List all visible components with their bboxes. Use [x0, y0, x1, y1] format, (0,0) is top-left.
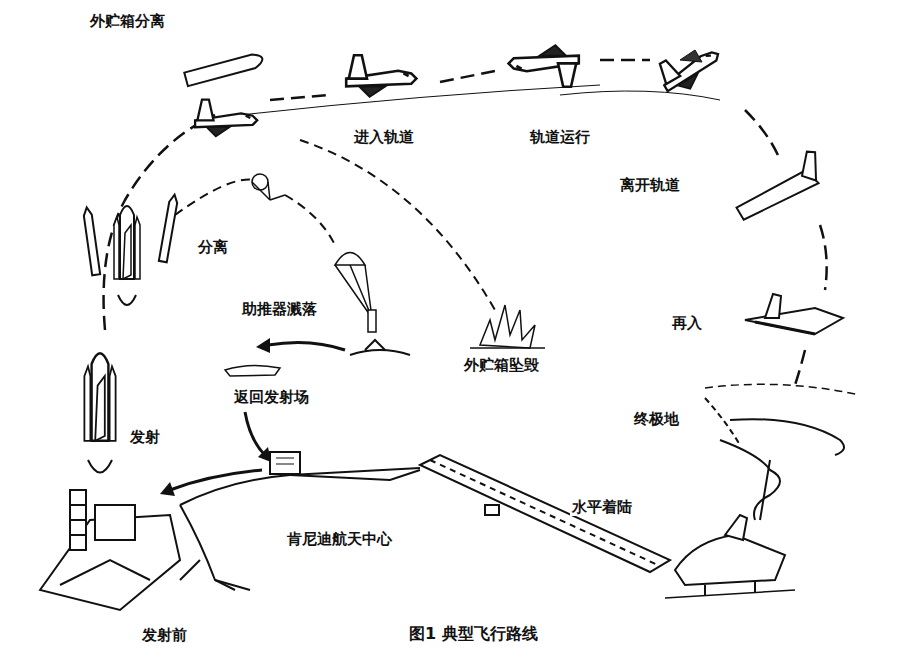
- kennedy-space-center: [180, 455, 670, 590]
- orbiter: [195, 100, 257, 137]
- launch-pad: [40, 490, 180, 610]
- stage-label: 进入轨道: [352, 128, 416, 146]
- tank-trajectory: [300, 140, 495, 310]
- stage-label: 轨道运行: [528, 128, 592, 146]
- stage-label: 再入: [670, 314, 704, 332]
- stage-label: 水平着陆: [570, 498, 634, 516]
- exhaust: [118, 295, 136, 305]
- orbiter: [346, 55, 416, 97]
- orbit-path: [270, 95, 330, 100]
- stage-label: 助推器溅落: [240, 300, 319, 318]
- stage-label: 离开轨道: [618, 176, 682, 194]
- stage-label: 返回发射场: [232, 388, 311, 406]
- booster-trajectory: [285, 195, 335, 245]
- ground-line: [470, 347, 545, 349]
- descent-path: [795, 350, 805, 385]
- deorbit-path: [745, 110, 780, 160]
- tank-separation: [184, 52, 264, 86]
- orbiter-deorbit: [729, 150, 824, 220]
- exhaust: [88, 460, 112, 473]
- tank-crash: [480, 305, 535, 348]
- return-arrows: [170, 342, 345, 490]
- jettison-paths: [175, 140, 495, 310]
- stage-label: 外贮箱坠毁: [462, 356, 541, 374]
- ascending-stack: [114, 206, 140, 279]
- launch-stack: [84, 353, 115, 441]
- stage-label: 发射: [128, 428, 162, 446]
- figure-caption: 图1 典型飞行路线: [407, 624, 540, 643]
- vab-building: [270, 452, 300, 474]
- earth-horizon: [560, 91, 720, 100]
- parachute: [335, 253, 376, 333]
- earth-horizon: [240, 85, 600, 115]
- booster-trajectory: [175, 179, 255, 215]
- arrowheads: [160, 338, 271, 496]
- stage-label: 外贮箱分离: [88, 12, 167, 30]
- approach-line: [760, 460, 770, 520]
- orbiter: [509, 45, 579, 87]
- stage-label: 发射前: [140, 626, 189, 644]
- solid-booster: [83, 207, 100, 275]
- solid-booster: [159, 194, 179, 262]
- terminal-area: [705, 398, 844, 520]
- stage-label: 终极地: [632, 410, 681, 428]
- orbiter-reentry: [745, 294, 843, 334]
- orbit-path: [440, 70, 500, 82]
- orbit-path: [600, 59, 650, 62]
- stage-label: 肯尼迪航天中心: [285, 530, 394, 548]
- orbiter-landing: [665, 515, 795, 598]
- orbiter-operating: [654, 36, 726, 99]
- ascent-path: [104, 115, 215, 330]
- reentry-path: [820, 225, 827, 290]
- stage-label: 分离: [196, 238, 230, 256]
- flight-path: [104, 60, 827, 385]
- earth-horizon: [705, 384, 860, 395]
- parachute: [252, 174, 285, 200]
- splashdown: [350, 340, 410, 355]
- recovery-ship: [225, 365, 280, 376]
